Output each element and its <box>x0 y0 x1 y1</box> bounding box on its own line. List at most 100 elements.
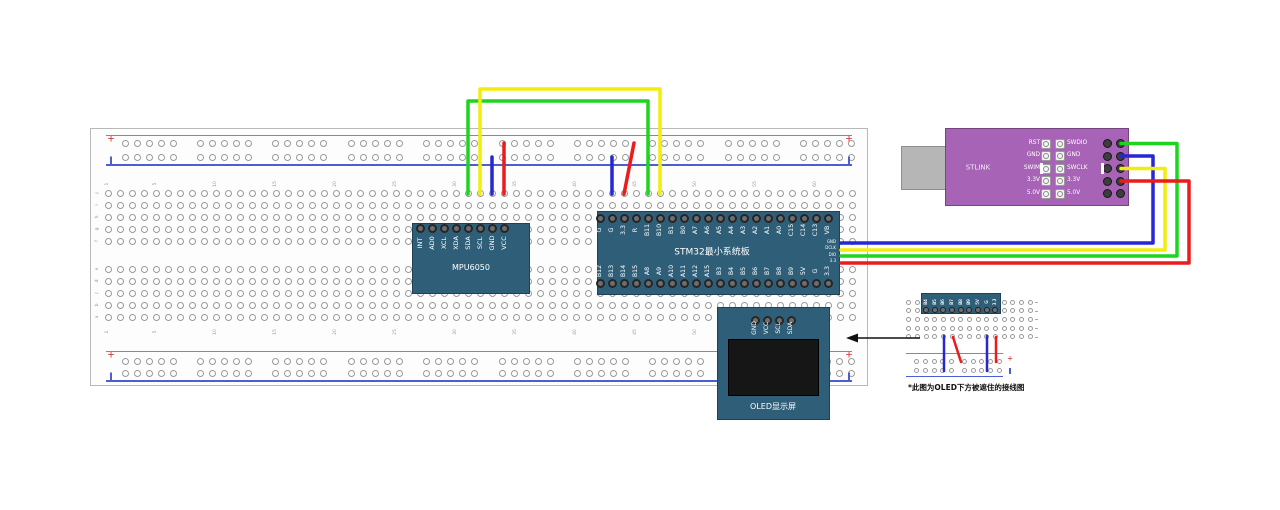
stm32-pin-G[interactable] <box>607 213 617 223</box>
mpu6050-board[interactable] <box>412 223 530 294</box>
stm32-pin-bottom-B14[interactable] <box>619 278 629 288</box>
inset-pin-B7[interactable] <box>949 307 955 313</box>
stm32-pin-bottom-A8[interactable] <box>643 278 653 288</box>
breadboard-hole <box>152 313 160 321</box>
mpu6050-pin-XDA[interactable] <box>451 223 461 233</box>
mpu6050-pin-GND[interactable] <box>487 223 497 233</box>
mpu6050-pin-VCC[interactable] <box>499 223 509 233</box>
breadboard-hole <box>692 313 700 321</box>
inset-pin-5V[interactable] <box>975 307 982 313</box>
stlink-header-pad[interactable] <box>1054 151 1065 161</box>
stm32-pin-C14[interactable] <box>799 213 809 223</box>
breadboard-hole <box>644 301 652 309</box>
stm32-pin-A7[interactable] <box>691 213 701 223</box>
breadboard-hole <box>392 265 400 273</box>
stm32-pin-bottom-3.3[interactable] <box>823 278 833 288</box>
stm32-pin-bottom-B15[interactable] <box>631 278 641 288</box>
mpu6050-pin-XCL[interactable] <box>439 223 449 233</box>
stlink-swd-pad[interactable] <box>1102 139 1112 148</box>
oled-pin-SDA[interactable] <box>786 315 796 325</box>
breadboard-hole <box>440 201 448 209</box>
stm32-pin-B1[interactable] <box>667 213 677 223</box>
stm32-pin-bottom-B6[interactable] <box>751 278 761 288</box>
stm32-pin-bottom-B13[interactable] <box>607 278 617 288</box>
stm32-pin-G[interactable] <box>595 213 605 223</box>
inset-pin-G[interactable] <box>983 307 990 313</box>
mpu6050-pin-SCL[interactable] <box>475 223 485 233</box>
breadboard-hole <box>344 277 352 285</box>
stm32-pin-A6[interactable] <box>703 213 713 223</box>
stm32-pin-bottom-B3[interactable] <box>715 278 725 288</box>
stm32-pin-bottom-B7[interactable] <box>763 278 773 288</box>
breadboard-hole <box>344 213 352 221</box>
stm32-pin-bottom-A15[interactable] <box>703 278 713 288</box>
stm32-pin-R[interactable] <box>631 213 641 223</box>
stlink-swd-pad[interactable] <box>1116 139 1125 148</box>
stlink-header-pad[interactable] <box>1041 176 1051 186</box>
inset-pin-B6[interactable] <box>940 307 947 313</box>
inset-pin-3.3[interactable] <box>992 307 999 313</box>
inset-pin-B5[interactable] <box>931 307 938 313</box>
stlink-swd-pad[interactable] <box>1116 176 1125 186</box>
stm32-pin-bottom-B4[interactable] <box>727 278 737 288</box>
stm32-pin-bottom-B9[interactable] <box>787 278 797 288</box>
stm32-pin-bottom-A11[interactable] <box>679 278 689 288</box>
stm32-pin-3.3[interactable] <box>619 213 629 223</box>
stlink-header-pad[interactable] <box>1041 138 1051 149</box>
breadboard-hole <box>416 189 424 197</box>
breadboard-hole <box>435 140 443 147</box>
stlink-header-pad[interactable] <box>1054 176 1065 186</box>
breadboard-hole <box>584 225 592 233</box>
stlink-header-pad[interactable] <box>1041 163 1051 174</box>
stlink-swd-pad[interactable] <box>1102 164 1112 173</box>
breadboard-hole <box>534 357 542 365</box>
breadboard-hole <box>272 289 280 297</box>
stlink-swd-pad[interactable] <box>1116 189 1125 198</box>
stm32-pin-A3[interactable] <box>739 213 749 223</box>
stm32-pin-C13[interactable] <box>811 213 821 223</box>
stlink-header-pad[interactable] <box>1054 163 1065 174</box>
stlink-header-pad[interactable] <box>1054 188 1065 199</box>
stm32-pin-bottom-5V[interactable] <box>799 278 809 288</box>
breadboard-hole <box>585 154 593 161</box>
stlink-header-pad[interactable] <box>1041 151 1051 161</box>
stm32-pin-bottom-B5[interactable] <box>739 278 749 288</box>
oled-pin-VCC[interactable] <box>762 315 772 325</box>
inset-pin-B9[interactable] <box>966 307 973 313</box>
inset-pin-B8[interactable] <box>957 307 964 313</box>
inset-pin-B4[interactable] <box>923 307 929 313</box>
mpu6050-pin-SDA[interactable] <box>463 223 473 233</box>
oled-pin-SCL[interactable] <box>774 315 784 325</box>
stlink-swd-pad[interactable] <box>1102 151 1112 161</box>
stm32-pin-VB[interactable] <box>823 213 833 223</box>
stm32-pin-B10[interactable] <box>655 213 665 223</box>
inset-wire-oled-vcc-red[interactable] <box>951 335 963 364</box>
oled-pin-GND[interactable] <box>750 315 760 325</box>
stm32-pin-A4[interactable] <box>727 213 737 223</box>
stlink-swd-pad[interactable] <box>1116 151 1125 161</box>
stlink-header-pad[interactable] <box>1041 188 1051 199</box>
stm32-pin-bottom-B12[interactable] <box>595 278 605 288</box>
stm32-pin-bottom-A10[interactable] <box>667 278 677 288</box>
stlink-swd-pad[interactable] <box>1102 189 1112 198</box>
stm32-pin-bottom-A9[interactable] <box>655 278 665 288</box>
stm32-pin-bottom-A12[interactable] <box>691 278 701 288</box>
breadboard-hole <box>560 225 568 233</box>
stm32-pin-A0[interactable] <box>775 213 785 223</box>
stm32-pin-A1[interactable] <box>763 213 773 223</box>
mpu6050-pin-INT[interactable] <box>415 223 425 233</box>
stm32-pin-B0[interactable] <box>679 213 689 223</box>
stlink-swd-pad[interactable] <box>1102 176 1112 186</box>
breadboard-hole <box>260 201 268 209</box>
stm32-pin-C15[interactable] <box>787 213 797 223</box>
stm32-pin-A2[interactable] <box>751 213 761 223</box>
stlink-swd-pad[interactable] <box>1116 164 1125 173</box>
breadboard-hole <box>248 189 256 197</box>
breadboard-hole <box>848 277 856 285</box>
stm32-pin-B11[interactable] <box>643 213 653 223</box>
mpu6050-pin-AD0[interactable] <box>427 223 437 233</box>
stm32-pin-bottom-B8[interactable] <box>775 278 785 288</box>
stm32-pin-bottom-G[interactable] <box>811 278 821 288</box>
stlink-header-pad[interactable] <box>1054 138 1065 149</box>
stm32-pin-A5[interactable] <box>715 213 725 223</box>
